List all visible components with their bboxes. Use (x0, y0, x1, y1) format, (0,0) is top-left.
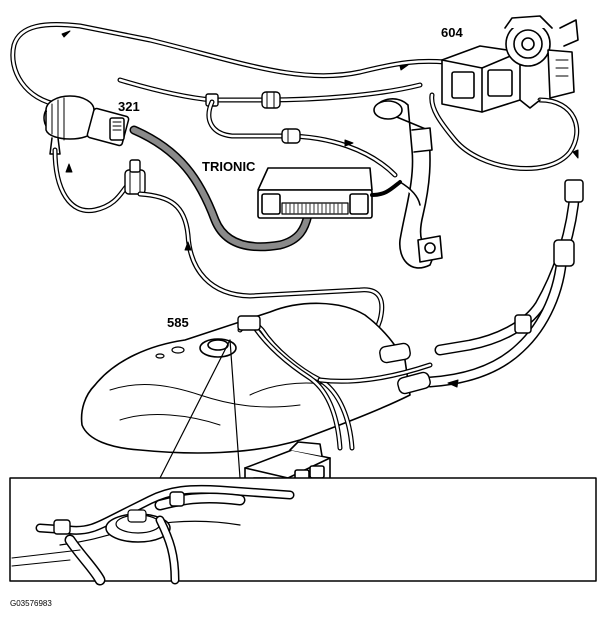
flow-arrow-icon (447, 379, 459, 388)
flow-arrow-icon (399, 64, 409, 71)
label-604: 604 (441, 25, 463, 40)
branch-hose (206, 99, 398, 178)
label-trionic: TRIONIC (202, 159, 256, 174)
evap-valve-321 (43, 95, 130, 155)
trionic-ecu (257, 167, 402, 219)
flow-arrow-icon (65, 163, 73, 173)
hose-connector (261, 91, 281, 109)
filler-pipe (424, 179, 584, 388)
detail-inset (9, 339, 597, 586)
vent-hose-middle (117, 77, 423, 109)
vent-hose-top (10, 22, 448, 108)
tank-lines (237, 315, 433, 451)
intake-bracket (373, 98, 443, 269)
fuel-tank-585 (80, 302, 411, 454)
hose-321-lower (52, 147, 131, 214)
throttle-body-604 (441, 15, 579, 113)
flow-arrow-icon (61, 30, 71, 38)
check-valve (124, 159, 146, 195)
flow-arrow-icon (184, 241, 192, 251)
flow-arrow-icon (344, 139, 354, 147)
label-321: 321 (118, 99, 140, 114)
highlight-hose (129, 125, 313, 252)
flow-arrow-icon (572, 149, 579, 159)
hose-to-tank (137, 191, 385, 373)
figure-reference: G03576983 (10, 599, 52, 608)
return-hose-right (429, 92, 580, 172)
hose-connector (281, 128, 301, 144)
label-585: 585 (167, 315, 189, 330)
